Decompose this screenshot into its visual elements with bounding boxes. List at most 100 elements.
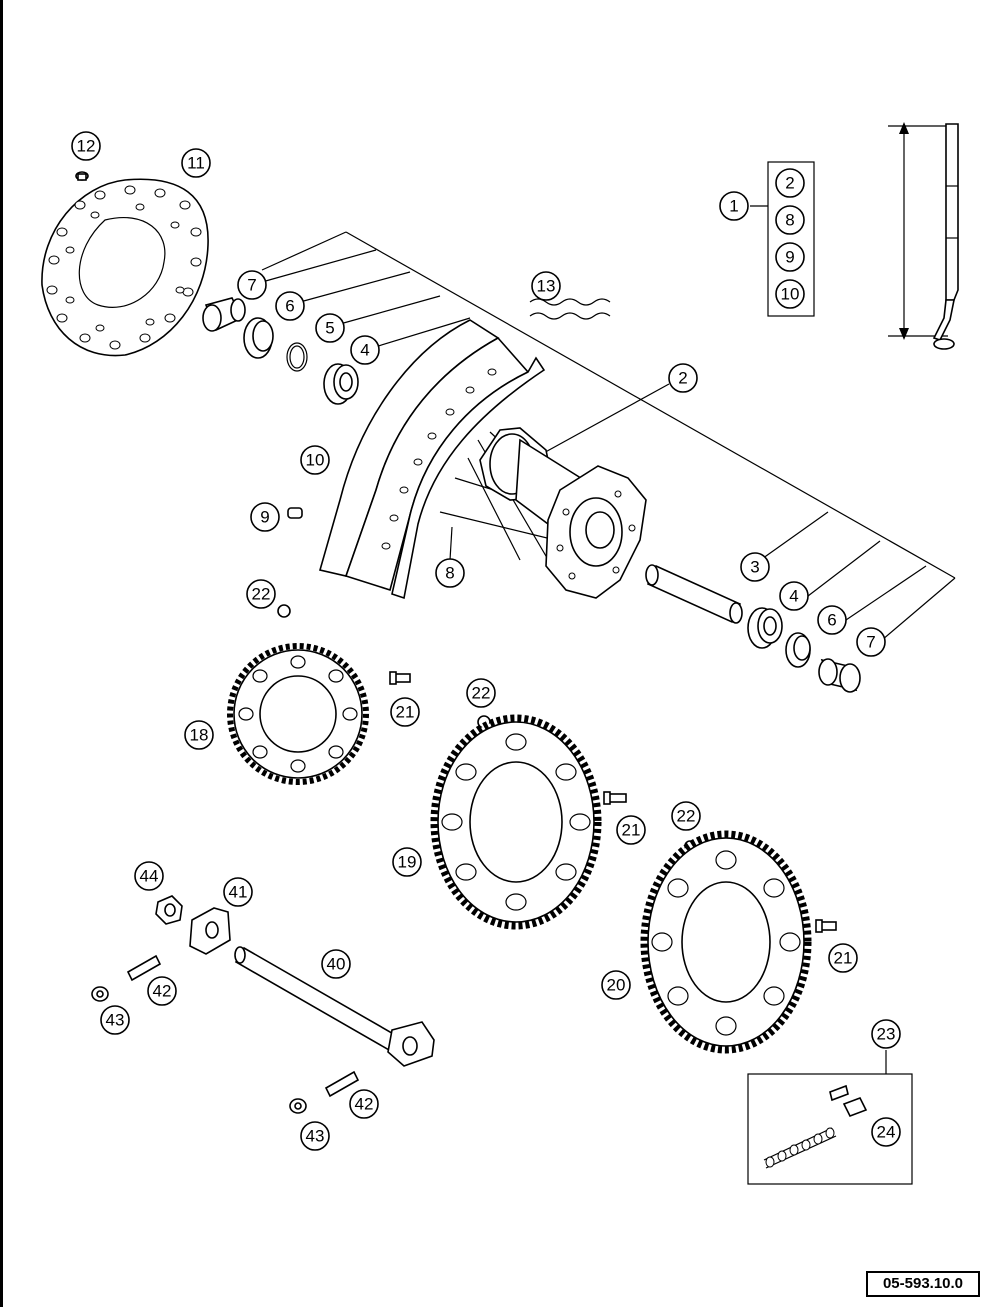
callout-44: 44 [134,861,164,891]
shaft-seal-lower [785,632,811,668]
callout-label: 10 [306,451,325,470]
callout-11: 11 [181,148,211,178]
callout-label: 9 [785,248,794,267]
sprocket-19 [430,714,602,930]
callout-21-b: 21 [616,815,646,845]
bearing-lower [747,607,783,649]
collar-nut [155,895,183,925]
callout-42-b: 42 [349,1089,379,1119]
callout-label: 7 [866,633,875,652]
dimension-arrows [899,122,909,340]
callout-43-b: 43 [300,1121,330,1151]
callout-label: 24 [877,1123,896,1142]
adjusting-screw-b [324,1070,360,1098]
callout-label: 41 [229,883,248,902]
callout-21-a: 21 [390,697,420,727]
callout-5: 5 [315,313,345,343]
callout-label: 43 [306,1127,325,1146]
screw-21-c [815,919,837,933]
callout-4-upper: 4 [350,335,380,365]
callout-label: 13 [537,277,556,296]
sprocket-20 [640,830,812,1054]
callout-6-upper: 6 [275,291,305,321]
callout-label: 4 [360,341,369,360]
callout-43-a: 43 [100,1005,130,1035]
callout-label: 18 [190,726,209,745]
callout-kit-item-2: 2 [775,168,805,198]
callout-13: 13 [531,271,561,301]
callout-4-lower: 4 [779,581,809,611]
callout-label: 7 [247,276,256,295]
callout-label: 6 [827,611,836,630]
callout-label: 42 [355,1095,374,1114]
spacer-upper [202,297,246,332]
callout-10: 10 [300,445,330,475]
callout-7-lower: 7 [856,627,886,657]
callout-9: 9 [250,502,280,532]
callout-kit-item-8: 8 [775,205,805,235]
callout-18: 18 [184,720,214,750]
distance-tube [645,564,743,624]
spacer-lower [818,658,861,693]
callout-label: 23 [877,1025,896,1044]
callout-2: 2 [668,363,698,393]
callout-22-a: 22 [246,579,276,609]
adjusting-screw-a [126,954,162,982]
callout-label: 8 [445,564,454,583]
chain-adjuster [189,907,231,955]
nut-43-a [91,986,109,1002]
callout-label: 42 [153,982,172,1001]
callout-label: 20 [607,976,626,995]
callout-label: 22 [472,684,491,703]
rim [318,319,546,600]
callout-kit-item-10: 10 [775,279,805,309]
callout-22-b: 22 [466,678,496,708]
callout-label: 22 [252,585,271,604]
callout-42-a: 42 [147,976,177,1006]
callout-label: 10 [781,285,800,304]
wheel-spindle [234,946,435,1067]
hub [479,427,647,599]
callout-19: 19 [392,847,422,877]
callout-label: 4 [789,587,798,606]
callout-label: 40 [327,955,346,974]
callout-label: 2 [678,369,687,388]
callout-label: 43 [106,1011,125,1030]
callout-label: 9 [260,508,269,527]
brake-disc [41,178,209,357]
sprocket-18 [227,643,369,785]
callout-label: 1 [729,197,738,216]
callout-6-lower: 6 [817,605,847,635]
callout-kit-1: 1 [719,191,749,221]
screw-21-b [603,791,627,805]
callout-8: 8 [435,558,465,588]
callout-3: 3 [740,552,770,582]
page-border-left [0,0,3,1307]
callout-24: 24 [871,1117,901,1147]
callout-label: 19 [398,853,417,872]
callout-label: 21 [396,703,415,722]
screw-21-a [389,671,411,685]
callout-22-c: 22 [671,801,701,831]
brake-disc-screw [75,171,89,181]
callout-label: 21 [834,949,853,968]
nut-43-b [289,1098,307,1114]
document-code: 05-593.10.0 [866,1271,980,1297]
callout-7-upper: 7 [237,270,267,300]
callout-21-c: 21 [828,943,858,973]
callout-20: 20 [601,970,631,1000]
spoke-nipple [287,507,303,519]
leader-lines [261,125,956,1074]
callout-label: 5 [325,319,334,338]
rim-tape [529,298,611,320]
spoke-dimension-drawing [932,123,959,350]
callout-label: 3 [750,558,759,577]
nut-22-a [277,604,291,618]
callout-label: 6 [285,297,294,316]
callout-label: 8 [785,211,794,230]
callout-23: 23 [871,1019,901,1049]
callout-12: 12 [71,131,101,161]
retaining-ring [286,342,308,372]
callout-label: 22 [677,807,696,826]
